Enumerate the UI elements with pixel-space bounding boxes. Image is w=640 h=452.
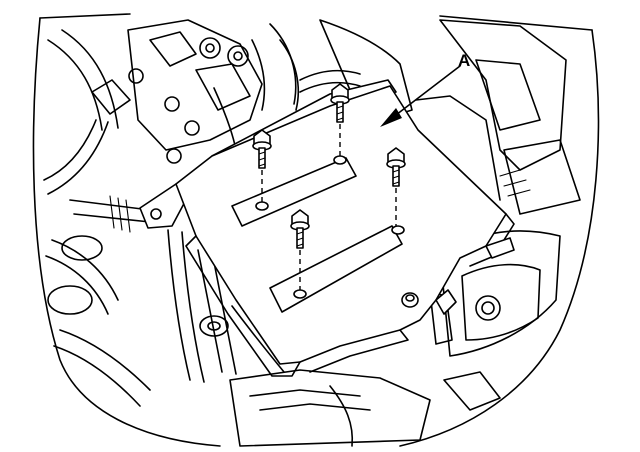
bolt-icon	[330, 83, 350, 158]
callout-label: A	[458, 51, 470, 70]
bolt-icon	[386, 147, 406, 226]
bolt-icon	[290, 209, 310, 290]
callout-a: A	[380, 51, 470, 127]
bolt-icon	[252, 129, 272, 204]
ecu-bracket	[139, 79, 515, 377]
engine-bay-background	[32, 13, 600, 447]
